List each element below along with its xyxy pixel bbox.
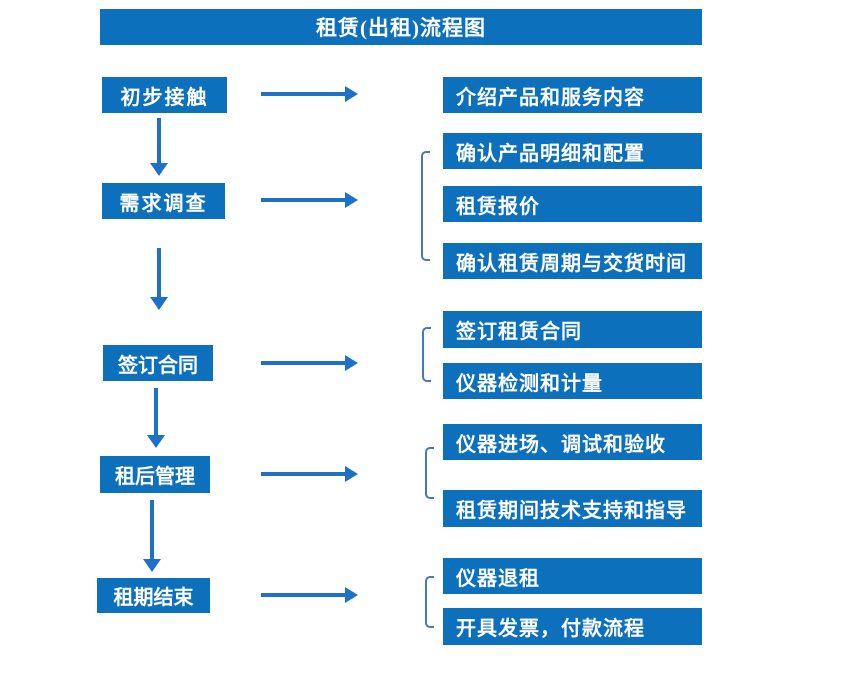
output-box-confirm-product-details: 确认产品明细和配置 [443,133,702,169]
right-arrow-icon [261,355,358,371]
down-arrow-icon [150,118,168,176]
step-box-post-rental-management: 租后管理 [100,456,210,493]
right-arrow-icon [261,192,358,208]
output-box-instrument-arrival: 仪器进场、调试和验收 [443,424,702,460]
output-box-instrument-return: 仪器退租 [443,558,702,594]
output-box-rental-quotation: 租赁报价 [443,186,702,222]
step-box-rental-end: 租期结束 [97,578,210,613]
right-arrow-icon [261,587,358,603]
down-arrow-icon [147,388,165,448]
step-box-sign-contract: 签订合同 [103,345,213,381]
right-arrow-icon [261,466,358,482]
down-arrow-icon [150,248,168,310]
down-arrow-icon [143,500,161,572]
bracket-connector [425,576,434,628]
output-box-sign-rental-contract: 签订租赁合同 [443,311,702,348]
output-box-confirm-rental-period: 确认租赁周期与交货时间 [443,243,702,279]
bracket-connector [422,327,431,382]
output-box-invoice-payment: 开具发票，付款流程 [443,608,702,645]
bracket-connector [425,447,434,499]
bracket-connector [421,151,430,261]
flowchart-title: 租赁(出租)流程图 [100,9,702,45]
output-box-instrument-testing: 仪器检测和计量 [443,363,702,399]
step-box-initial-contact: 初步接触 [102,77,227,113]
output-box-technical-support: 租赁期间技术支持和指导 [443,490,702,527]
step-box-demand-survey: 需求调查 [102,183,225,219]
output-box-introduce-products: 介绍产品和服务内容 [443,77,702,113]
right-arrow-icon [261,86,358,102]
